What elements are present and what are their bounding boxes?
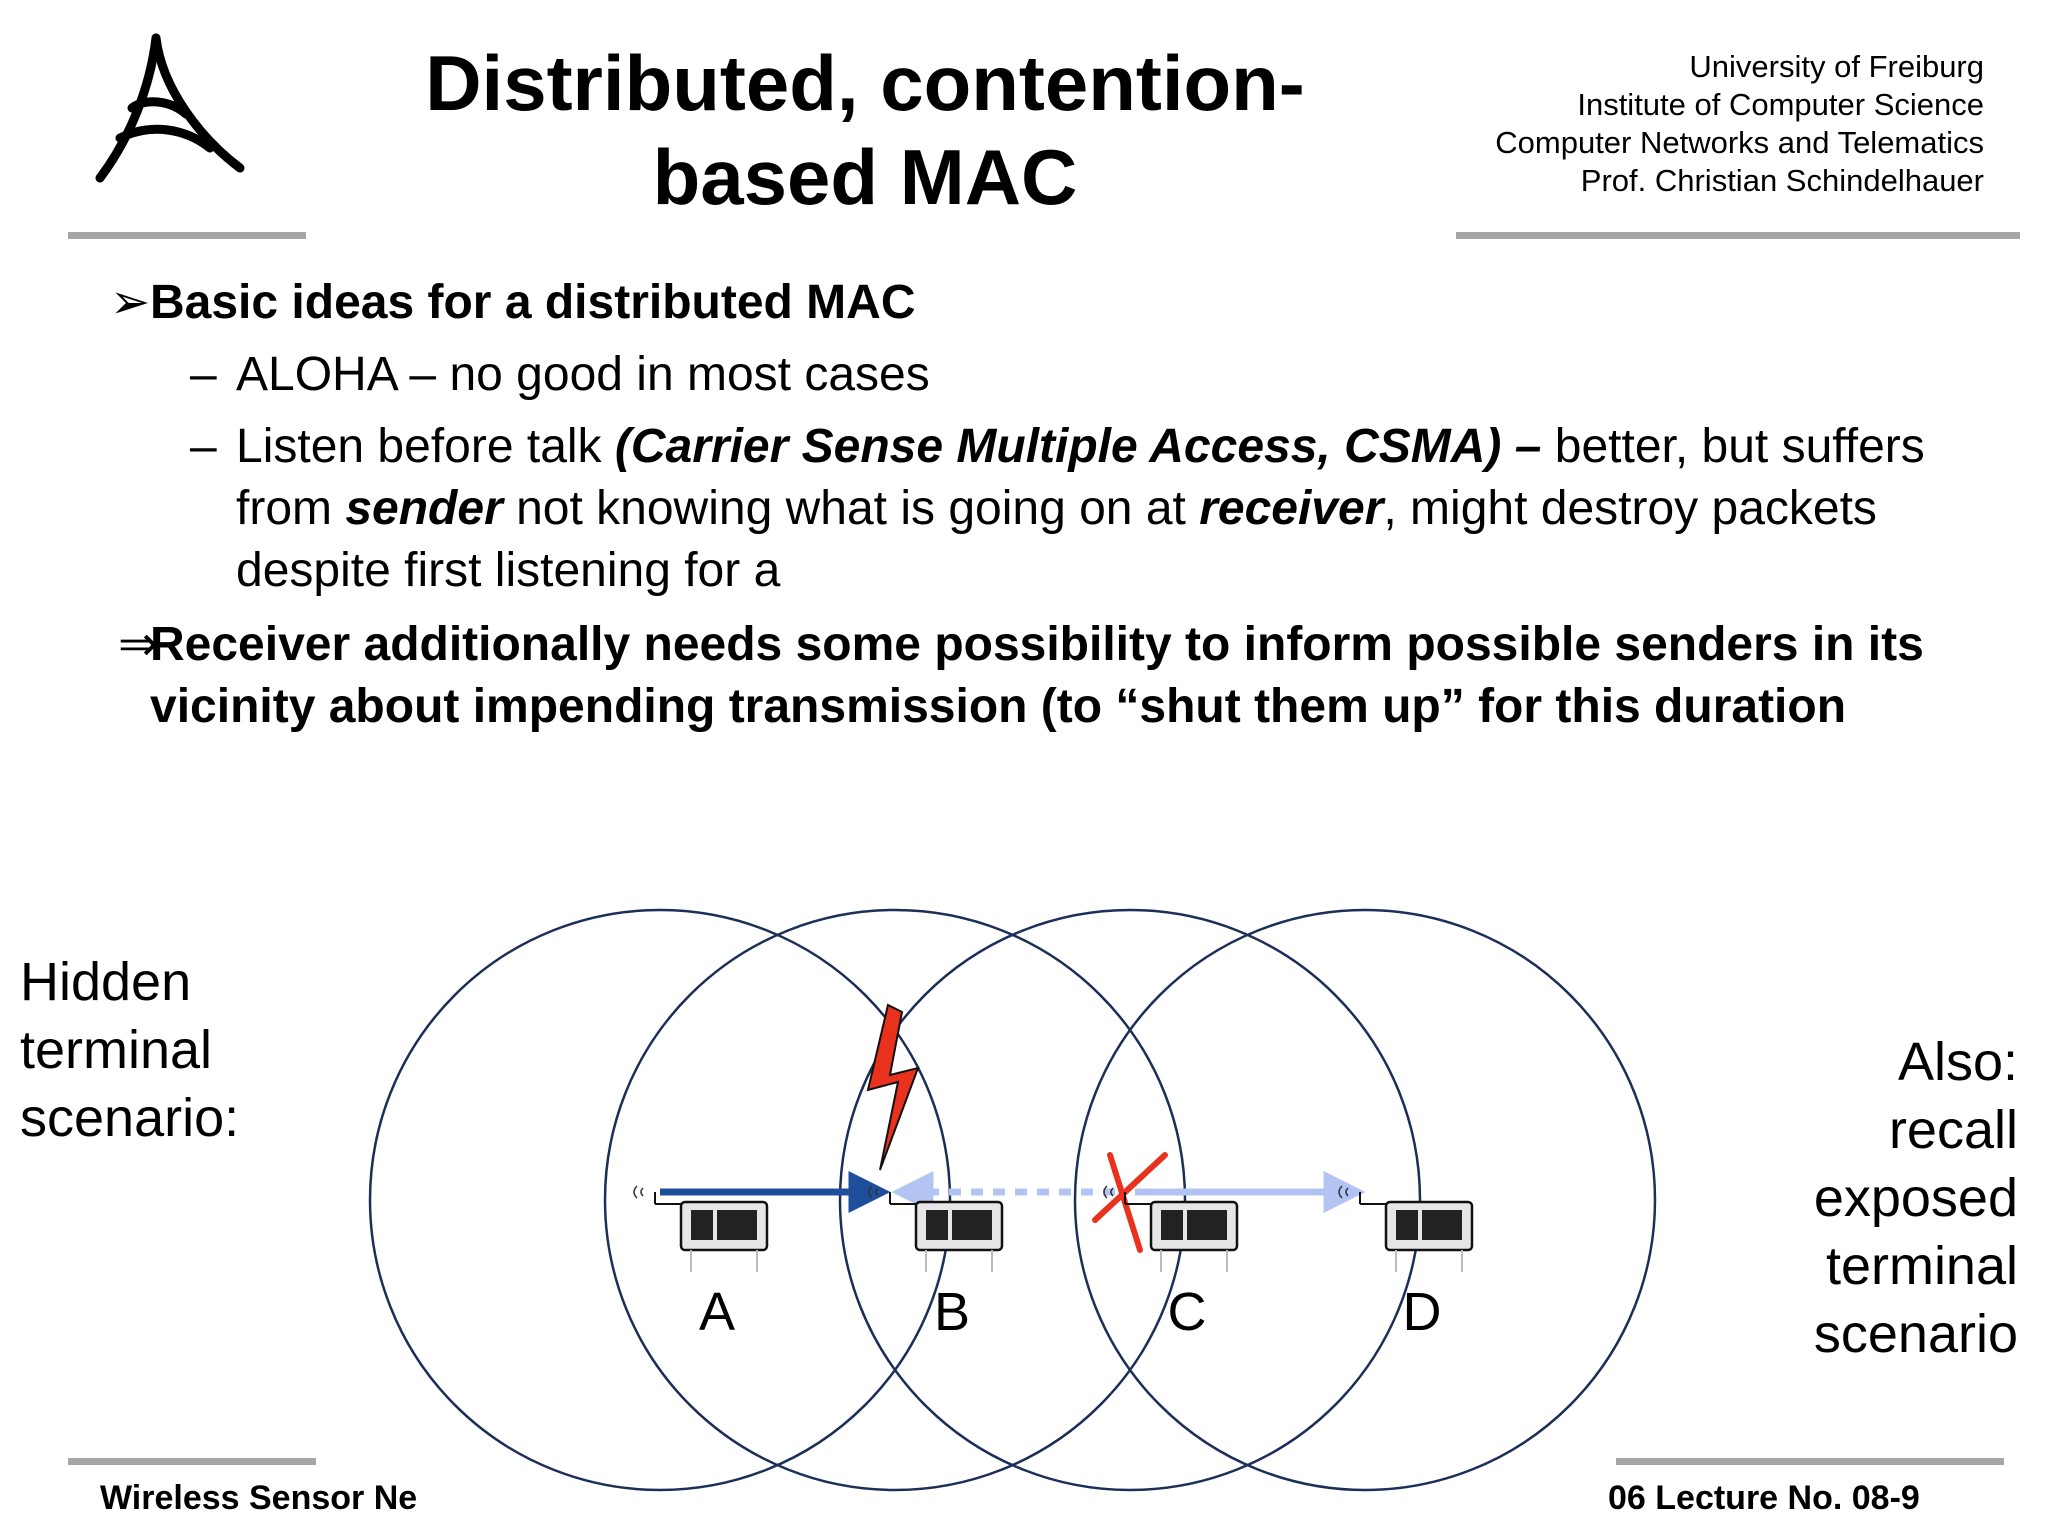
antenna-icon	[1338, 1185, 1349, 1199]
csma-text-7: , might destroy packets despite first li…	[236, 482, 1877, 597]
dash-marker: –	[190, 348, 217, 401]
sensor-node-c	[1103, 1185, 1239, 1272]
footer-lecture-number: 06 Lecture No. 08-9	[1608, 1479, 1920, 1517]
footer-rule-right	[1616, 1458, 2004, 1465]
footer-course: Wireless Sensor Ne	[100, 1479, 418, 1517]
bullet-arrow-icon: ➢	[110, 276, 151, 329]
main-bullet-text: Basic ideas for a distributed MAC	[150, 276, 916, 329]
exposed-terminal-label-line: Also:	[1897, 1032, 2018, 1092]
affiliation-block: University of Freiburg Institute of Comp…	[1495, 48, 1984, 200]
hidden-terminal-diagram: A B C D	[368, 908, 1657, 1492]
exposed-terminal-label-line: scenario	[1813, 1304, 2018, 1364]
university-logo	[95, 33, 245, 183]
hidden-terminal-label-line: scenario:	[20, 1088, 240, 1148]
header-rule-left	[68, 232, 306, 239]
slide-title: Distributed, contention- based MAC	[330, 36, 1400, 224]
range-circle-d	[1073, 908, 1657, 1492]
node-label-c: C	[1168, 1282, 1207, 1342]
sub-bullet-aloha-text: ALOHA – no good in most cases	[236, 348, 930, 401]
csma-text-2: (Carrier Sense Multiple Access, CSMA) –	[614, 420, 1542, 473]
hidden-terminal-label-line: terminal	[20, 1020, 213, 1080]
range-circle-b	[603, 908, 1187, 1492]
affiliation-group: Computer Networks and Telematics	[1495, 125, 1984, 160]
affiliation-institute: Institute of Computer Science	[1577, 87, 1984, 122]
exposed-terminal-label-line: terminal	[1825, 1236, 2018, 1296]
sub-bullet-aloha: – ALOHA – no good in most cases	[110, 344, 1990, 406]
range-circle-c	[838, 908, 1422, 1492]
affiliation-professor: Prof. Christian Schindelhauer	[1580, 163, 1984, 198]
title-line-2: based MAC	[652, 133, 1078, 221]
csma-text-1: Listen before talk	[236, 420, 615, 473]
antenna-icon	[633, 1185, 644, 1199]
csma-text-receiver: receiver	[1199, 482, 1384, 535]
sensor-node-d	[1338, 1185, 1474, 1272]
title-line-1: Distributed, contention-	[425, 39, 1305, 127]
exposed-terminal-label-line: exposed	[1813, 1168, 2018, 1228]
dash-marker: –	[190, 420, 217, 473]
exposed-terminal-label: Also: recall exposed terminal scenario	[1814, 1028, 2018, 1368]
csma-text-3: better, but suffers from	[236, 420, 1925, 535]
header-rule-right	[1456, 232, 2020, 239]
antenna-icon	[1103, 1185, 1114, 1199]
csma-text-sender: sender	[345, 482, 503, 535]
node-label-a: A	[699, 1282, 735, 1342]
lightning-icon	[866, 1003, 920, 1171]
affiliation-university: University of Freiburg	[1689, 49, 1984, 84]
implies-arrow-icon: ⇒	[118, 618, 159, 671]
range-circle-a	[368, 908, 952, 1492]
main-bullet: ➢ Basic ideas for a distributed MAC	[110, 272, 1990, 334]
antenna-icon	[868, 1185, 879, 1199]
sub-bullet-csma: – Listen before talk (Carrier Sense Mult…	[110, 416, 1990, 602]
node-label-d: D	[1403, 1282, 1442, 1342]
conclusion-text: Receiver additionally needs some possibi…	[150, 618, 1924, 733]
hidden-terminal-label: Hidden terminal scenario:	[20, 948, 239, 1152]
sensor-node-b	[868, 1185, 1004, 1272]
exposed-terminal-label-line: recall	[1888, 1100, 2018, 1160]
sensor-node-a	[633, 1185, 769, 1272]
csma-text-5: not knowing what is going on at	[502, 482, 1200, 535]
footer-rule-left	[68, 1458, 316, 1465]
hidden-terminal-label-line: Hidden	[20, 952, 192, 1012]
conclusion: ⇒ Receiver additionally needs some possi…	[110, 614, 1990, 738]
node-label-b: B	[934, 1282, 970, 1342]
slide-content: ➢ Basic ideas for a distributed MAC – AL…	[110, 272, 1990, 738]
